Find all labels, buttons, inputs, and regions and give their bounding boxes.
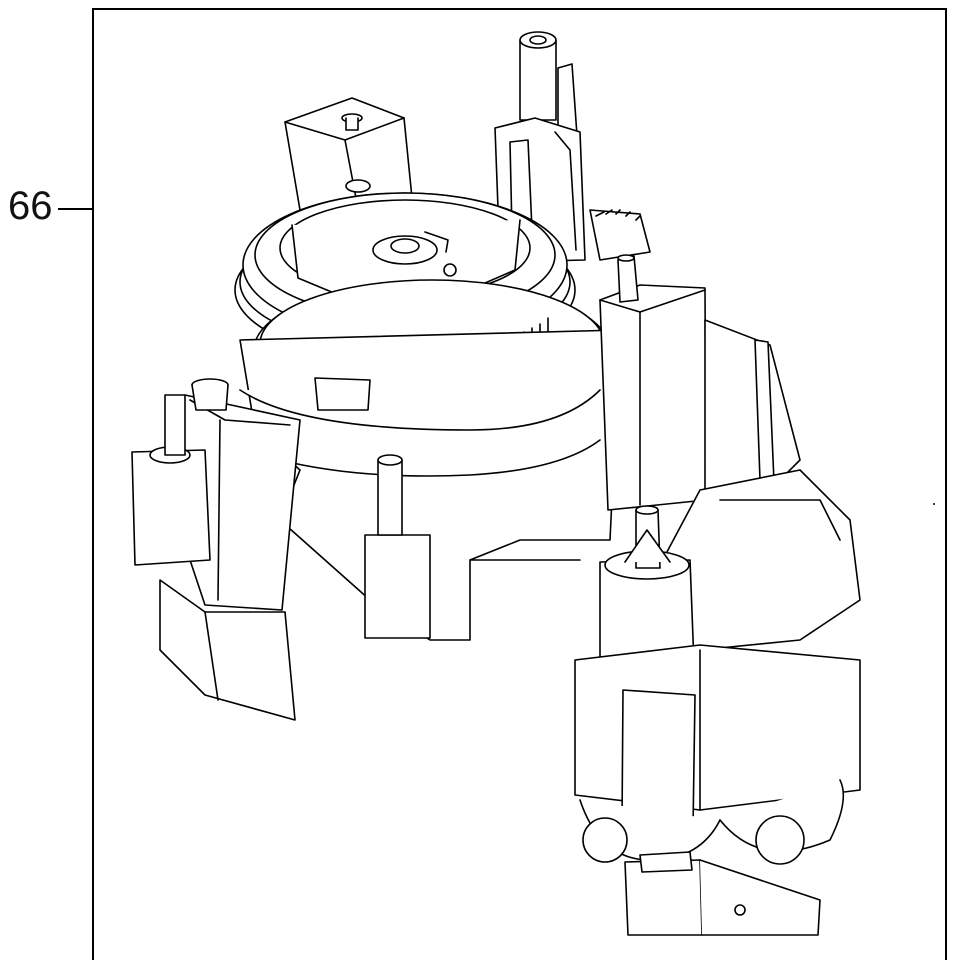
side-gear [590, 210, 650, 260]
callout-leader-line [58, 208, 92, 210]
speck [933, 503, 935, 505]
top-bracket [285, 98, 412, 210]
figure-frame [92, 8, 947, 960]
callout-number: 66 [8, 184, 53, 228]
motor [575, 645, 860, 864]
drive-shaft [520, 32, 578, 150]
left-mount [132, 395, 210, 565]
right-tower [600, 255, 706, 510]
terminal-block [625, 852, 820, 935]
pegs [315, 378, 430, 638]
